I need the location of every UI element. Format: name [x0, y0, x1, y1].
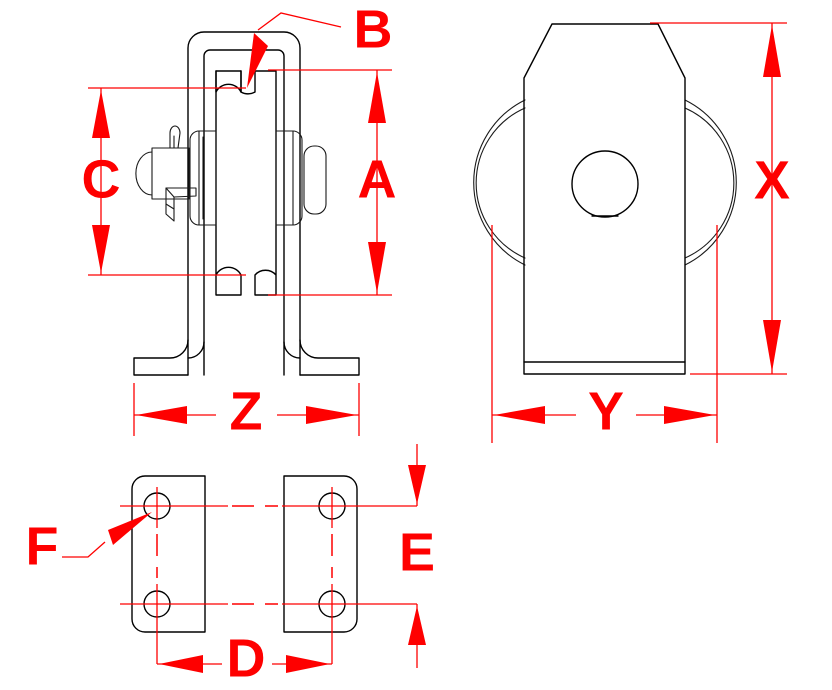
dim-X-arrow-bottom	[763, 320, 781, 372]
bottom-view-geometry	[131, 475, 358, 633]
dim-X-label: X	[754, 150, 790, 210]
dim-C-arrow-top	[92, 90, 110, 138]
bracket-left-leg-outer	[133, 339, 189, 376]
hub-right-body	[275, 130, 303, 226]
bracket-right-leg-outer	[299, 339, 360, 376]
sheave-outline-right	[254, 70, 277, 296]
mount-plate-right	[283, 475, 358, 633]
dim-F-arrowhead	[108, 512, 152, 545]
bracket-left-leg-inner	[187, 341, 205, 359]
sheave-groove-top-left	[240, 70, 256, 95]
dim-Y-label: Y	[588, 381, 624, 441]
dim-D-arrow-right	[286, 655, 330, 673]
dim-F-label: F	[26, 516, 59, 576]
side-view-geometry	[133, 31, 360, 376]
dim-B-leader-line	[257, 12, 342, 31]
dim-Z-arrow-left	[136, 406, 187, 424]
side-view-dimensions: B C A Z	[82, 0, 397, 441]
wheel-outer-arc-right	[684, 99, 737, 266]
dim-D-arrow-left	[159, 655, 203, 673]
cotter-pin-lower-tip	[165, 203, 175, 210]
mount-plate-left	[131, 475, 206, 633]
wheel-inner-arc-left	[475, 107, 526, 259]
bracket-right-leg-inner	[283, 341, 301, 359]
cotter-pin-lower-head	[165, 187, 197, 198]
dim-A-arrow-top	[368, 72, 386, 123]
cotter-pin-upper	[169, 125, 181, 149]
dim-E-arrow-bottom	[408, 606, 426, 645]
dim-Y-arrow-left	[494, 406, 545, 424]
bottom-view-centerlines	[120, 487, 417, 664]
dim-B-label: B	[354, 0, 393, 59]
wheel-outer-arc-left	[473, 99, 526, 266]
axle-right-end-cap	[303, 145, 327, 215]
dim-A-arrow-bottom	[368, 242, 386, 293]
dim-B-arrowhead	[247, 33, 268, 88]
dim-E-label: E	[399, 522, 435, 582]
sheave-outline-left	[215, 70, 242, 296]
dim-D-label: D	[227, 628, 266, 688]
front-view-geometry	[473, 23, 737, 375]
dim-C-label: C	[82, 149, 121, 209]
axle-head-block	[151, 147, 190, 200]
hub-left-body	[189, 130, 217, 226]
bracket-outer-strap	[187, 31, 301, 376]
wheel-inner-arc-right	[684, 107, 735, 259]
dim-F-leader-line	[62, 541, 106, 558]
sheave-left-face	[215, 70, 242, 93]
dim-X-arrow-top	[763, 25, 781, 77]
axle-bore-circle	[571, 150, 639, 218]
bracket-inner-strap	[203, 49, 285, 376]
dim-Z-label: Z	[230, 381, 263, 441]
dim-Y-arrow-right	[664, 406, 715, 424]
front-view-dimensions: X Y	[491, 22, 790, 443]
bottom-view-dimensions: F D E	[26, 444, 435, 688]
axle-head-left-round	[135, 151, 153, 196]
block-body-outline	[523, 23, 686, 375]
dim-A-label: A	[358, 149, 397, 209]
dim-Z-arrow-right	[306, 406, 357, 424]
dim-C-arrow-bottom	[92, 225, 110, 273]
dim-E-arrow-top	[408, 465, 426, 504]
